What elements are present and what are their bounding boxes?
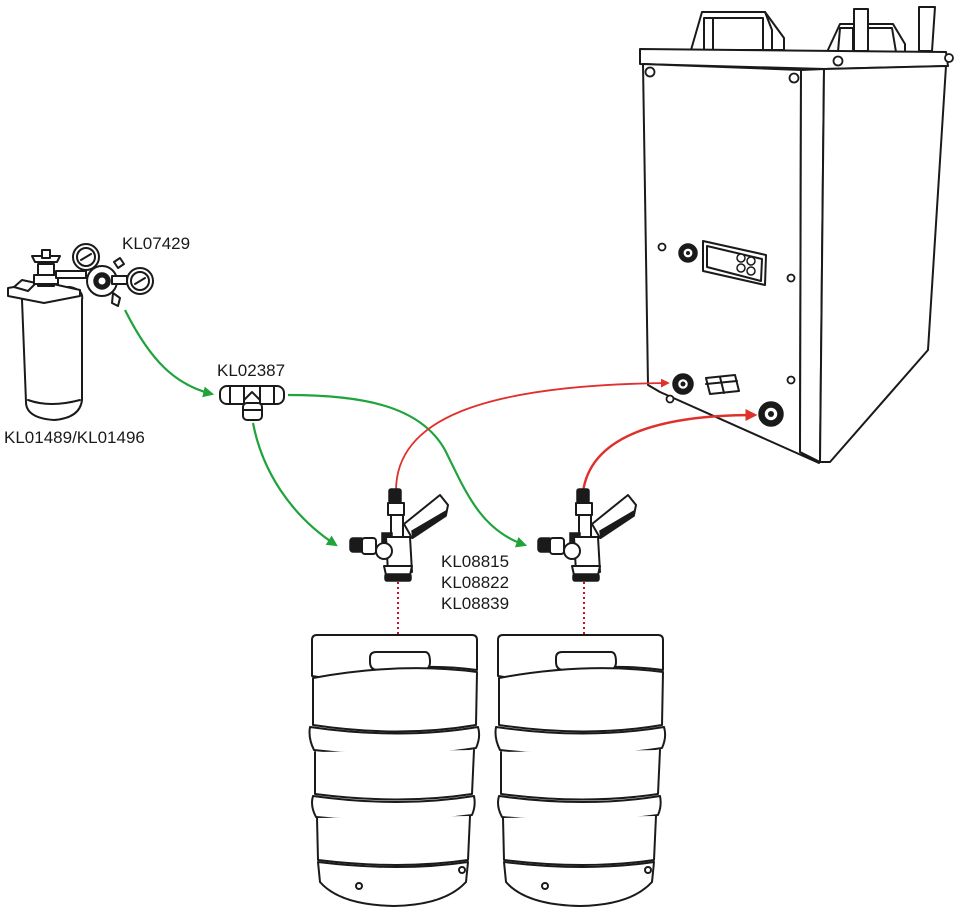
cooler-thermostat-display bbox=[702, 240, 767, 286]
cooler-power-switch bbox=[705, 374, 740, 395]
gas-lines bbox=[124, 309, 528, 548]
beer-cooler bbox=[639, 6, 954, 464]
label-regulator-code: KL07429 bbox=[122, 234, 191, 253]
keg-1 bbox=[308, 634, 481, 907]
label-t-piece-code: KL02387 bbox=[217, 361, 286, 380]
gas-line-tpiece-to-coupler-1 bbox=[251, 422, 338, 547]
label-coupler-code-1: KL08815 bbox=[441, 552, 510, 571]
gas-t-piece bbox=[219, 385, 285, 421]
label-coupler-code-2: KL08822 bbox=[441, 573, 510, 592]
cooler-side-panel bbox=[819, 65, 947, 463]
beer-line-coupler-1-to-cooler bbox=[395, 378, 670, 493]
co2-bottle bbox=[7, 249, 87, 421]
cooler-beer-inlet-1 bbox=[672, 373, 694, 395]
keg-2 bbox=[494, 634, 667, 907]
gas-line-regulator-to-tpiece bbox=[124, 309, 215, 398]
beer-lines bbox=[395, 378, 758, 493]
cooler-handle-right bbox=[826, 6, 936, 53]
cooler-beer-inlet-2 bbox=[758, 401, 784, 427]
gas-line-tpiece-to-coupler-2 bbox=[287, 393, 528, 548]
cooler-knob bbox=[678, 243, 698, 263]
label-coupler-code-3: KL08839 bbox=[441, 594, 510, 613]
keg-coupler-2 bbox=[537, 488, 637, 582]
beer-line-coupler-2-to-cooler bbox=[581, 409, 758, 493]
gas-regulator bbox=[72, 243, 154, 307]
keg-coupler-1 bbox=[349, 488, 449, 582]
cooler-handle-left bbox=[690, 11, 785, 51]
label-co2-bottle-code: KL01489/KL01496 bbox=[4, 428, 145, 447]
